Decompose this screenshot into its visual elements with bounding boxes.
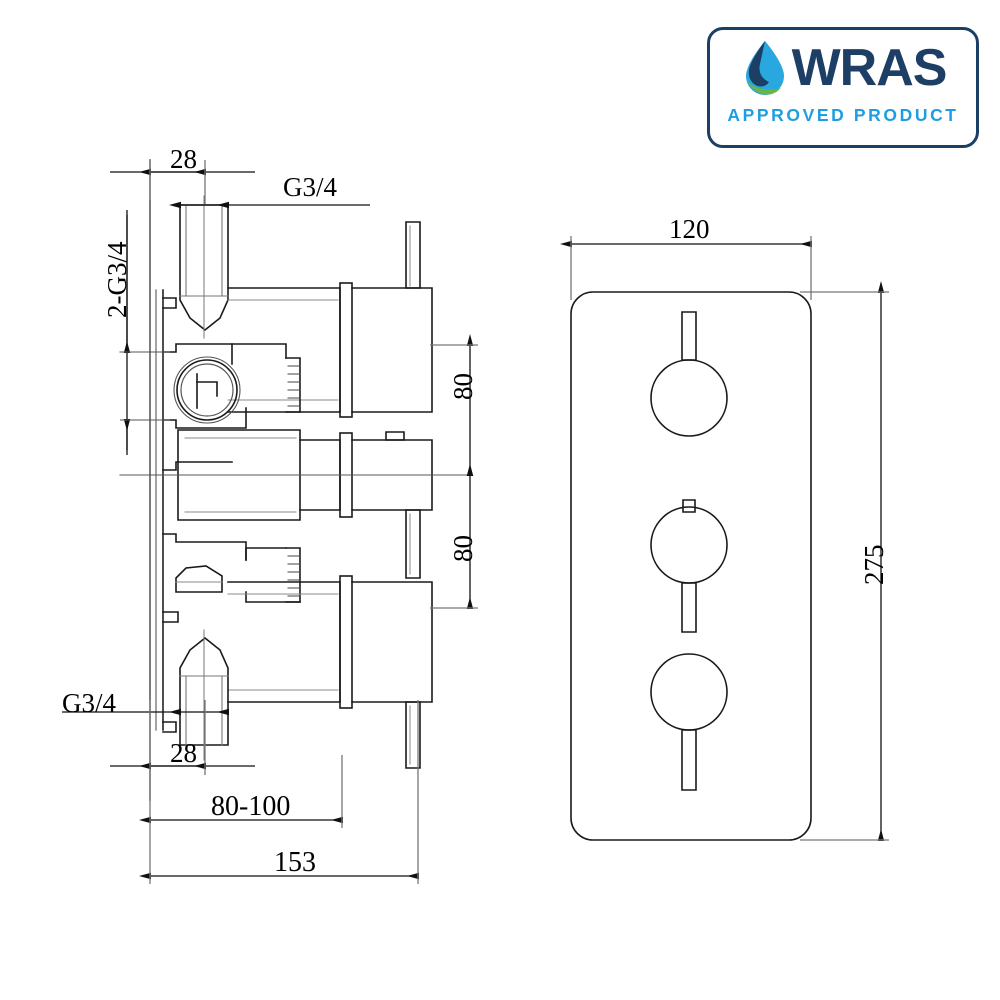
dimension-label-right-80-upper: 80 [448, 373, 478, 400]
middle-control-knob [650, 499, 728, 633]
section-view-geometry [119, 159, 471, 801]
dimension-label-plate-275: 275 [859, 544, 889, 586]
wras-subtitle: APPROVED PRODUCT [727, 105, 959, 125]
faceplate-dimension-lines [560, 236, 889, 841]
dimension-label-bottom-g34: G3/4 [62, 688, 116, 718]
section-dimension-lines [62, 160, 478, 884]
faceplate-geometry [570, 291, 812, 841]
wras-wordmark: WRAS [791, 39, 948, 97]
dimension-label-left-2g34: 2-G3/4 [102, 241, 132, 319]
wras-approved-product-badge: WRAS APPROVED PRODUCT [707, 27, 979, 148]
dimension-label-right-80-lower: 80 [448, 535, 478, 562]
upper-control-knob [650, 311, 728, 437]
badge-logo-row: WRAS [707, 37, 979, 99]
dimension-label-plate-120: 120 [669, 214, 710, 244]
dimension-label-153: 153 [274, 847, 316, 878]
dimension-label-bottom-28: 28 [170, 738, 197, 768]
water-droplet-icon [745, 41, 784, 95]
dimension-label-top-28: 28 [170, 144, 197, 174]
dimension-label-80-100: 80-100 [211, 791, 291, 822]
lower-control-knob [650, 653, 728, 791]
dimension-label-top-g34: G3/4 [283, 172, 337, 202]
